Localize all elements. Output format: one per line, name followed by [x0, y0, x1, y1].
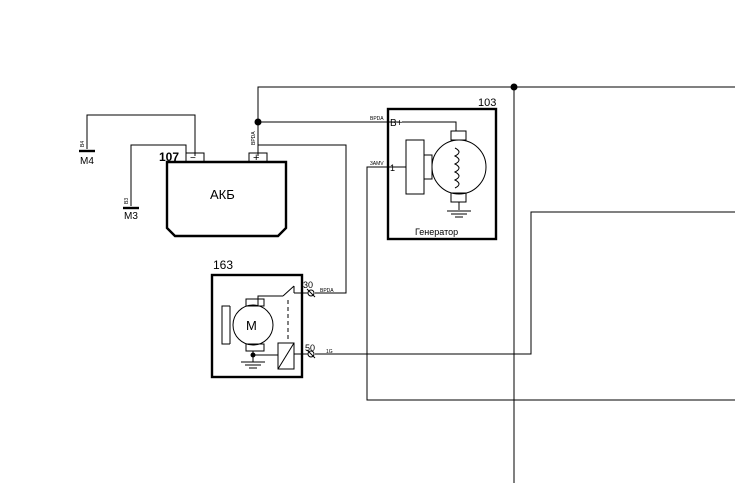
starter-id: 163 — [213, 258, 233, 272]
generator-wire-bplus: BPDA — [370, 116, 384, 122]
starter-wire-50: 1G — [326, 349, 333, 355]
battery-plus-sign: + — [253, 152, 259, 164]
battery: 107 − + АКБ BPDA — [159, 131, 288, 238]
battery-label: АКБ — [210, 187, 235, 202]
starter-box — [210, 273, 304, 379]
generator-rectifier — [405, 139, 425, 195]
generator-label: Генератор — [415, 227, 458, 237]
starter-terminal-30: 30 — [303, 280, 313, 290]
battery-minus-sign: − — [190, 153, 196, 164]
generator-rotor — [431, 139, 487, 195]
starter-solenoid — [277, 342, 295, 370]
wire-top-bus — [257, 86, 735, 122]
wire-battery-plus-to-generator — [257, 121, 400, 156]
ground-m4-label: M4 — [80, 156, 94, 167]
starter: 163 30 BPDA 50 1G M — [210, 258, 334, 379]
ground-m4: M4 B4 — [79, 141, 95, 167]
generator-terminal-1: 1 — [390, 163, 395, 173]
starter-motor-icon — [232, 304, 274, 346]
ground-m4-wire-label: B4 — [80, 141, 86, 147]
battery-body — [165, 160, 288, 238]
generator-coil-icon — [453, 147, 460, 189]
wire-generator-1 — [366, 166, 735, 401]
generator-id: 103 — [478, 97, 496, 109]
ground-m3-wire-label: B3 — [124, 198, 130, 204]
wires — [86, 86, 735, 483]
starter-terminal-50: 50 — [305, 343, 315, 353]
battery-plus-post — [248, 152, 268, 163]
generator-wire-1: 3AMV — [370, 161, 384, 167]
junction-dot-battery — [254, 118, 262, 126]
battery-minus-post — [185, 152, 205, 163]
generator: 103 BPDA B+ 3AMV 1 Генератор — [370, 97, 498, 241]
generator-terminal-bplus: B+ — [390, 118, 403, 129]
starter-motor-label: M — [246, 318, 257, 333]
starter-wire-30: BPDA — [320, 288, 334, 294]
battery-id: 107 — [159, 150, 179, 164]
battery-wire-label: BPDA — [251, 131, 257, 145]
wire-ground-m4 — [86, 114, 196, 156]
wire-starter-50 — [315, 211, 735, 355]
ground-m3-label: M3 — [124, 211, 138, 222]
wire-battery-to-starter-30 — [258, 144, 347, 294]
wire-ground-m3 — [130, 144, 187, 206]
junction-dot-trunk — [510, 83, 518, 91]
generator-box — [386, 107, 498, 241]
ground-m3: M3 B3 — [123, 198, 139, 222]
